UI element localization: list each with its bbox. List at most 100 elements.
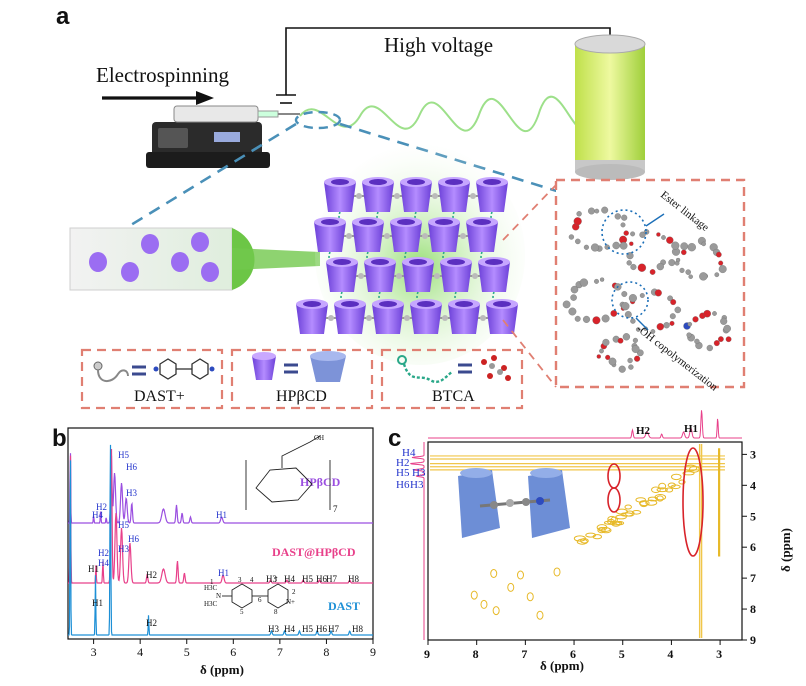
c-ytick-label: 4 (750, 478, 756, 492)
atom (568, 234, 575, 240)
process-arrow-head (196, 91, 214, 105)
atom (621, 291, 628, 297)
atom (713, 340, 720, 347)
c-ytick-label: 9 (750, 633, 756, 647)
cd-h6: H6 (126, 462, 137, 472)
dast-bead (470, 193, 476, 199)
contour-blob (656, 495, 664, 502)
cd-network (296, 177, 518, 334)
atom (568, 307, 577, 316)
cd-cup-icon (372, 299, 404, 334)
atom (675, 257, 681, 263)
panel-a: a High voltage Electrospinning (56, 3, 746, 410)
atom (620, 222, 626, 228)
c-xtick-label: 5 (619, 647, 625, 661)
dast-hpbcd-trace-label: DAST@HPβCD (272, 545, 356, 559)
d-h2: H2 (146, 618, 157, 628)
atom (701, 241, 706, 247)
hpbcd-proton-labels: H2 H4 H5 H6 H3 H1 (92, 450, 227, 520)
contour-blob (490, 568, 498, 578)
contour-blob (658, 482, 667, 490)
panel-a-letter: a (56, 3, 70, 30)
dast-hpbcd-trace (68, 448, 373, 584)
cd-oh-label: OH (314, 434, 324, 442)
panel-c-ylabel: δ (ppm) (778, 528, 793, 572)
cd-cup-icon (362, 177, 394, 212)
atom (632, 337, 638, 343)
dast-bead (480, 315, 486, 321)
atom (626, 260, 632, 266)
atom (576, 211, 582, 217)
fiber-spiral (299, 95, 601, 133)
b-xtick-label: 4 (137, 645, 143, 659)
cx-h8b: H8 (348, 574, 359, 584)
atom (663, 322, 670, 329)
left-projection-trace (410, 442, 425, 640)
atom (661, 235, 666, 240)
c-xtick-label: 7 (521, 647, 527, 661)
c-xtick-label: 3 (716, 647, 722, 661)
cd-subscript: 7 (333, 504, 338, 514)
atom (637, 263, 647, 272)
d-h4: H4 (284, 624, 295, 634)
atom (592, 316, 601, 325)
atom (630, 263, 637, 271)
dast-num-5: 5 (240, 608, 244, 616)
dast-n: N (216, 592, 221, 600)
atom (694, 338, 700, 345)
cx-h4b: H4 (284, 574, 295, 584)
atom (639, 293, 645, 298)
legend-dast: DAST+ (80, 348, 224, 410)
cx-h2: H2 (98, 548, 109, 558)
ester-circle (601, 209, 647, 255)
panel-b-axes (67, 427, 374, 640)
contour-blob (600, 527, 612, 534)
atom (688, 274, 693, 279)
atom (621, 214, 628, 221)
atom (570, 285, 579, 294)
contour-blob (610, 516, 618, 523)
b-xtick-label: 8 (323, 645, 329, 659)
dast-proton-labels: H1 H2 H3 H4 H5 H6 H7 H8 (92, 598, 363, 634)
panel-b-xlabel: δ (ppm) (200, 662, 244, 677)
atom (671, 241, 680, 250)
atom (605, 354, 611, 360)
oh-pointer (635, 317, 649, 331)
ester-pointer (645, 213, 665, 227)
atom (687, 243, 696, 252)
contour-blob (656, 487, 668, 493)
atom (623, 230, 629, 236)
b-xtick-label: 7 (277, 645, 283, 659)
dast-h3c-top: H3C (204, 584, 218, 592)
hpbcd-trace-label: HPβCD (300, 475, 341, 489)
atom (610, 310, 618, 317)
inclusion-complex-inset (458, 468, 570, 538)
contour-blob (682, 471, 695, 476)
cx-h5b: H5 (302, 574, 313, 584)
c-xtick-label: 9 (424, 647, 430, 661)
cd-cup-icon (390, 217, 422, 252)
top-projection-trace (428, 410, 742, 439)
atom (687, 321, 693, 327)
atom (670, 299, 677, 306)
dast-h3c-bottom: H3C (204, 600, 218, 608)
atom (617, 337, 624, 344)
cd-h5: H5 (118, 450, 129, 460)
dast-num-8: 8 (274, 608, 278, 616)
dast-trace-label: DAST (328, 599, 360, 613)
atom (599, 348, 604, 354)
atom (626, 252, 634, 260)
zoom-line-left (125, 122, 297, 230)
zoom-ellipse (294, 110, 342, 130)
cd-cup-icon (448, 299, 480, 334)
atom (596, 354, 601, 359)
d-h1: H1 (92, 598, 103, 608)
cd-cup-icon (476, 177, 508, 212)
d-h8: H8 (352, 624, 363, 634)
contour-blob (688, 465, 700, 473)
dast-num-3: 3 (238, 576, 242, 584)
atom (612, 241, 620, 250)
dast-bead (356, 193, 362, 199)
c-top-h1: H1 (684, 423, 698, 435)
cx-h6b: H6 (316, 574, 327, 584)
